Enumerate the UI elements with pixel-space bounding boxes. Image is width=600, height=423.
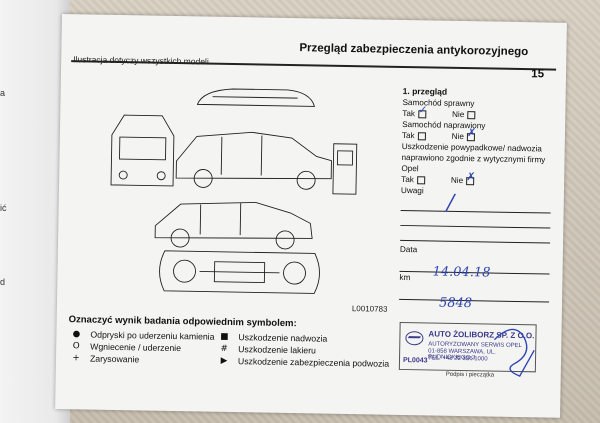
remarks-line[interactable] [400,227,551,244]
page-title: Przegląd zabezpieczenia antykorozyjnego [299,42,529,59]
remarks-label: Uwagi [400,185,424,196]
legend-label: Uszkodzenie zabezpieczenia podwozia [237,356,390,369]
no-label: Nie [450,175,464,186]
car-front-view [110,114,175,187]
drawing-code: L0010783 [351,304,388,314]
stamp-line: TEL. +48 22 336 1000 [427,355,488,363]
checkmark-icon: ✗ [466,169,476,184]
km-field[interactable] [399,284,550,303]
car-diagram [110,88,358,294]
car-rear-view [332,143,358,195]
opel-logo-icon [405,331,424,346]
left-page-fragment: ić [0,203,7,213]
question-damage-repaired: Uszkodzenie powypadkowe/ nadwozia napraw… [401,141,546,174]
legend-label: Zarysowanie [89,353,140,365]
remarks-line[interactable] [400,197,551,214]
legend-symbol: ■ [220,331,229,342]
no-label: Nie [451,131,465,142]
legend-right-column: ■Uszkodzenie nadwozia #Uszkodzenie lakie… [218,331,390,370]
left-page-fragment: d [0,277,6,287]
remarks-slash: / [446,190,455,216]
legend-symbol: + [72,353,80,364]
checkmark-icon: ✓ [418,103,428,117]
date-label: Data [399,244,418,255]
stamp-code: PL0043 [402,357,428,365]
illustration-caption: Ilustracja dotyczy wszystkich modeli. [73,54,212,67]
yes-label: Tak [401,130,415,141]
legend-item: ▶ Uszkodzenie zabezpieczenia podwozia [218,355,390,370]
legend-symbol: # [220,343,228,354]
legend-symbol: ● [72,329,81,340]
yes-label: Tak [402,108,416,119]
legend-title: Oznaczyć wynik badania odpowiednim symbo… [68,314,297,330]
signature-caption: Podpis i pieczątka [445,371,495,379]
car-underbody-view [159,250,320,294]
car-side-view-right [154,201,313,239]
handwritten-signature [493,328,535,377]
no-checkbox[interactable] [467,110,476,120]
checkmark-icon: ✗ [466,125,477,140]
yes-checkbox[interactable]: ✓ [417,103,427,119]
left-page-fragment: a [0,88,6,98]
no-checkbox[interactable]: ✗ [466,170,476,186]
no-checkbox[interactable]: ✗ [466,126,476,142]
date-handwritten: 14.04.18 [432,264,491,281]
legend-symbol: ▶ [220,355,228,366]
yes-label: Tak [401,174,414,185]
yes-checkbox[interactable] [417,132,426,141]
legend-symbol: O [72,341,80,352]
car-side-view [175,131,332,180]
service-book-page: Przegląd zabezpieczenia antykorozyjnego … [55,14,567,418]
no-label: Nie [451,109,465,120]
legend-item: + Zarysowanie [70,352,214,367]
yes-checkbox[interactable] [416,176,425,185]
car-roof-view [196,88,316,107]
remarks-line[interactable] [400,212,551,229]
km-handwritten: 5848 [438,295,473,312]
page-number: 15 [531,68,545,81]
